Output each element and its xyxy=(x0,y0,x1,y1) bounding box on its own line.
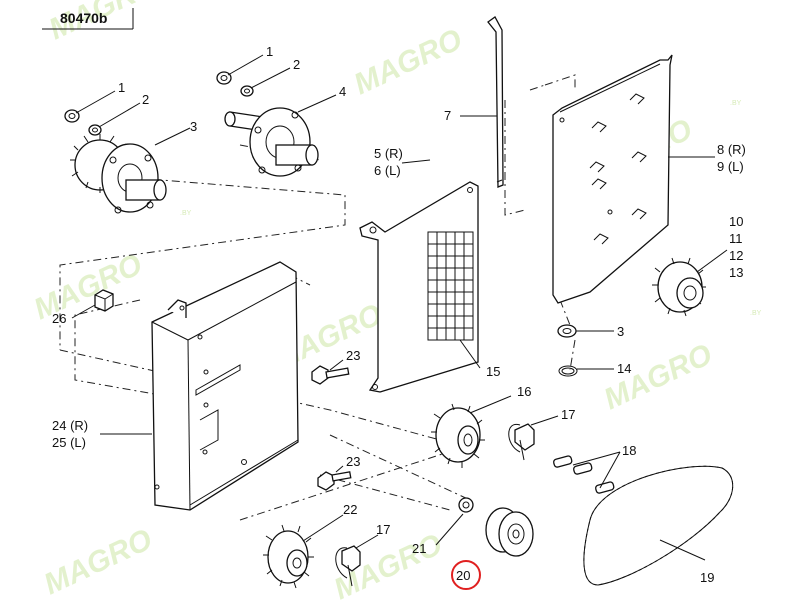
callout-26: 26 xyxy=(52,311,66,326)
callout-7: 7 xyxy=(444,108,451,123)
slotted-plate-part-8-9 xyxy=(552,54,673,304)
pin-clip-part-17b xyxy=(335,545,361,587)
watermark-text: MAGRO xyxy=(599,338,717,417)
block-part-26 xyxy=(94,289,114,312)
callout-2: 2 xyxy=(142,92,149,107)
callout-23: 23 xyxy=(346,454,360,469)
idler-part-20 xyxy=(485,507,534,557)
washer-part-2b xyxy=(240,85,254,97)
callout-23: 23 xyxy=(346,348,360,363)
bolt-part-23a xyxy=(311,365,350,385)
snap-ring-part-14 xyxy=(558,365,578,377)
diagram-code-box: 80470b xyxy=(42,8,134,30)
hub-shaft-part-4 xyxy=(224,107,319,177)
grid-lines xyxy=(428,232,473,340)
callout-25: 25 (L) xyxy=(52,435,86,450)
nut-part-1 xyxy=(64,109,80,123)
frame-part-24-25 xyxy=(151,261,299,511)
rod-part-7 xyxy=(487,16,504,188)
chain-links-part-18 xyxy=(553,455,615,494)
callout-9: 9 (L) xyxy=(717,159,744,174)
pin-clip-part-17a xyxy=(508,423,535,461)
callout-1: 1 xyxy=(266,44,273,59)
washer-part-3b xyxy=(557,324,577,338)
watermark-suffix: .BY xyxy=(180,210,192,217)
callout-20: 20 xyxy=(456,568,470,583)
callout-3: 3 xyxy=(190,119,197,134)
callout-10: 10 xyxy=(729,214,743,229)
callout-19: 19 xyxy=(700,570,714,585)
callout-11: 11 xyxy=(729,231,743,246)
sprocket-part-16 xyxy=(431,403,485,468)
callout-6: 6 (L) xyxy=(374,163,401,178)
diagram-code: 80470b xyxy=(60,10,107,26)
callout-12: 12 xyxy=(729,248,743,263)
watermark-suffix: .BY xyxy=(750,310,762,317)
callout-17: 17 xyxy=(376,522,390,537)
highlight-circle xyxy=(451,560,481,590)
watermark-text: MAGRO xyxy=(39,523,157,600)
callout-2: 2 xyxy=(293,57,300,72)
chain-part-19 xyxy=(583,465,734,586)
watermark-text: MAGRO xyxy=(29,248,147,327)
callout-16: 16 xyxy=(517,384,531,399)
callout-1: 1 xyxy=(118,80,125,95)
leader-lines xyxy=(71,54,728,561)
callout-labels: 1 2 3 1 2 4 7 5 (R) 6 (L) 8 (R) 9 (L) 10… xyxy=(52,44,746,585)
callout-14: 14 xyxy=(617,361,631,376)
bolt-part-23b xyxy=(317,471,352,491)
sprocket-hub-part-3 xyxy=(70,134,167,214)
sprocket-part-22 xyxy=(263,524,314,589)
callout-3: 3 xyxy=(617,324,624,339)
callout-17: 17 xyxy=(561,407,575,422)
callout-8: 8 (R) xyxy=(717,142,746,157)
plate-slots xyxy=(589,93,647,245)
callout-4: 4 xyxy=(339,84,346,99)
callout-5: 5 (R) xyxy=(374,146,403,161)
washer-part-21 xyxy=(458,497,474,513)
callout-21: 21 xyxy=(412,541,426,556)
sprocket-part-10-13 xyxy=(652,257,706,317)
grid-bracket-part-5-6 xyxy=(359,181,479,393)
callout-13: 13 xyxy=(729,265,743,280)
watermark-suffix: .BY xyxy=(730,100,742,107)
callout-15: 15 xyxy=(486,364,500,379)
callout-22: 22 xyxy=(343,502,357,517)
washer-part-2 xyxy=(88,124,102,136)
callout-18: 18 xyxy=(622,443,636,458)
nut-part-1b xyxy=(216,71,232,85)
callout-24: 24 (R) xyxy=(52,418,88,433)
watermark-text: MAGRO xyxy=(349,23,467,102)
